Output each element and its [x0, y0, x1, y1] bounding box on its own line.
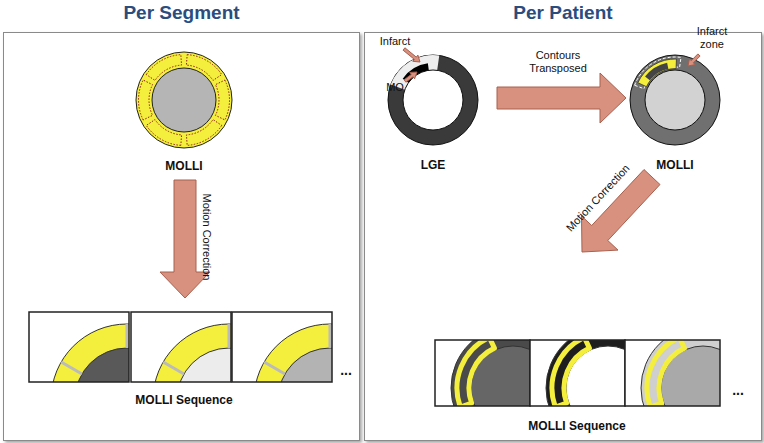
- frame-border: [530, 340, 625, 406]
- panel: Per Patient: [364, 32, 762, 441]
- infarct-zone-outline: [635, 57, 681, 89]
- arrow: [688, 54, 700, 66]
- drawing: [254, 324, 332, 382]
- frame: [232, 312, 332, 382]
- segment-contour: [146, 55, 181, 81]
- blood-pool: [152, 68, 216, 132]
- frame-border: [29, 312, 129, 382]
- caption-label: MOLLI Sequence: [528, 420, 625, 434]
- mo-region: [403, 63, 429, 82]
- infarct-zone: [638, 59, 677, 87]
- drawing: [647, 340, 684, 406]
- frame: [29, 312, 129, 382]
- drawing: [228, 324, 231, 348]
- drawing: [457, 340, 494, 406]
- frame-border: [625, 340, 720, 406]
- drawing: [278, 348, 332, 382]
- segment-contour: [146, 120, 181, 146]
- frame: [435, 340, 530, 406]
- mo-region: [645, 63, 668, 80]
- drawing: [61, 362, 82, 374]
- drawing: [546, 340, 625, 406]
- drawing: [471, 346, 530, 406]
- drawing: [126, 324, 129, 348]
- drawing: [552, 340, 589, 406]
- panel-title: Per Patient: [365, 2, 761, 24]
- segment-contour: [186, 120, 221, 146]
- arrow: [403, 48, 420, 62]
- panel-title: Per Segment: [4, 2, 359, 24]
- segment-contour: [186, 55, 221, 81]
- caption-label: Infarct: [380, 35, 411, 48]
- frame: [131, 312, 231, 382]
- drawing: [641, 340, 720, 406]
- caption-label: ...: [732, 382, 744, 398]
- drawing: [661, 346, 720, 406]
- blood-pool: [403, 70, 463, 130]
- drawing: [153, 324, 231, 382]
- drawing: [75, 348, 129, 382]
- drawing: [264, 362, 285, 374]
- drawing: [177, 348, 231, 382]
- arrow: [404, 72, 417, 82]
- frame: [530, 340, 625, 406]
- drawing: [566, 346, 625, 406]
- drawing: [329, 324, 332, 348]
- molli-ring: [630, 55, 720, 145]
- frame-border: [232, 312, 332, 382]
- arrow-label: Motion Correction: [201, 194, 214, 281]
- frame: [625, 340, 720, 406]
- arrow-label: Motion Correction: [564, 162, 632, 234]
- frame-border: [435, 340, 530, 406]
- arrow: [582, 170, 661, 253]
- frame-border: [131, 312, 231, 382]
- drawing: [51, 324, 129, 382]
- myocardium-ring: [136, 52, 232, 148]
- arrow: [160, 180, 210, 298]
- segment-contour: [215, 80, 229, 120]
- caption-label: MOLLI: [165, 160, 202, 174]
- drawing: [163, 362, 184, 374]
- drawing: [451, 340, 530, 406]
- caption-label: ...: [340, 362, 352, 378]
- caption-label: MO: [386, 81, 404, 94]
- caption-label: LGE: [421, 159, 446, 173]
- arrow: [497, 73, 626, 123]
- caption-label: Infarct zone: [688, 25, 736, 50]
- panel: Per Segment: [3, 32, 360, 441]
- blood-pool: [645, 70, 705, 130]
- lge-ring: [388, 55, 478, 145]
- caption-label: Contours Transposed: [518, 49, 598, 74]
- segment-contour: [139, 80, 153, 120]
- caption-label: MOLLI Sequence: [135, 394, 232, 408]
- caption-label: MOLLI: [656, 159, 693, 173]
